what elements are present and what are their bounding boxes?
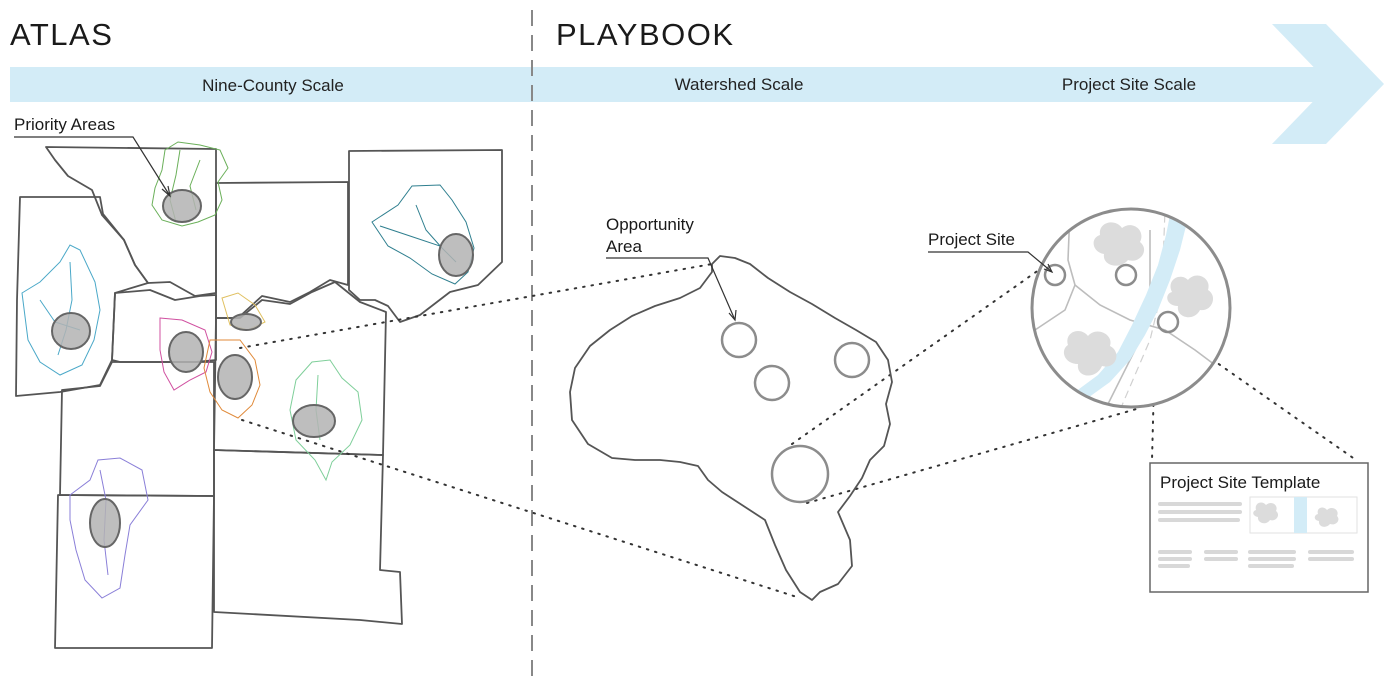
project-site-zoom-ring: [1030, 207, 1232, 409]
template-card-title: Project Site Template: [1160, 473, 1320, 492]
template-text-lines: [1158, 502, 1354, 568]
project-site-circle: [1043, 263, 1067, 287]
playbook-heading: PLAYBOOK: [556, 17, 735, 52]
county-outline: [15, 196, 149, 397]
county-outline: [213, 449, 403, 625]
priority-areas-label: Priority Areas: [14, 115, 115, 134]
arrowhead-icon: [1043, 263, 1054, 274]
project-site-label: Project Site: [928, 230, 1015, 249]
watershed-streams: [21, 244, 101, 376]
project-site-circle: [1156, 310, 1180, 334]
county-outline: [54, 494, 215, 649]
tree-cluster-icon: [1167, 275, 1214, 318]
project-site-circle: [1114, 263, 1138, 287]
opportunity-area-label-line1: Opportunity: [606, 215, 694, 234]
watershed-streams: [203, 339, 261, 419]
priority-area-oval: [217, 354, 253, 400]
project-site-leader: [928, 251, 1053, 273]
tree-cluster-icon: [1314, 507, 1339, 527]
road-line: [1067, 209, 1230, 381]
county-outline: [45, 146, 217, 297]
priority-area-oval: [438, 233, 474, 277]
zoom-connector-line: [241, 419, 801, 599]
project-site-zoom-content: [1034, 209, 1230, 407]
county-outline: [215, 181, 349, 319]
watershed-streams: [159, 317, 213, 391]
county-outline: [348, 149, 503, 323]
opportunity-area-circle: [753, 364, 791, 402]
priority-area-oval: [168, 331, 204, 373]
priority-area-oval: [292, 404, 336, 438]
scale-band-bar: [10, 67, 1340, 102]
chevron-arrow-icon: [1272, 24, 1384, 144]
band-label-watershed: Watershed Scale: [675, 75, 804, 94]
band-label-nine-county: Nine-County Scale: [202, 76, 344, 95]
priority-area-oval: [51, 312, 91, 350]
atlas-heading: ATLAS: [10, 17, 113, 52]
opportunity-area-callout: Opportunity Area: [606, 215, 737, 322]
priority-area-oval: [230, 313, 262, 331]
opportunity-area-leader: [606, 257, 736, 321]
zoom-connector-line: [1169, 329, 1357, 461]
arrowhead-icon: [728, 309, 737, 322]
opportunity-area-circle: [770, 444, 830, 504]
county-outline: [59, 361, 215, 497]
watershed-outline: [569, 255, 893, 601]
scale-band: Nine-County Scale Watershed Scale Projec…: [10, 24, 1384, 144]
project-site-template-card: Project Site Template: [1149, 462, 1369, 593]
priority-areas-leader: [14, 136, 171, 197]
tree-cluster-icon: [1093, 222, 1145, 266]
river-shape: [1075, 209, 1190, 400]
tree-cluster-icon: [1253, 502, 1279, 524]
watershed-streams: [221, 292, 266, 331]
priority-area-oval: [89, 498, 121, 548]
band-label-project-site: Project Site Scale: [1062, 75, 1196, 94]
watershed-map: [569, 255, 893, 601]
opportunity-area-circle: [720, 321, 758, 359]
arrowhead-icon: [161, 185, 171, 198]
project-site-zoom: [1030, 207, 1232, 409]
zoom-connector-line: [791, 259, 1054, 445]
template-thumbnail-river: [1294, 497, 1307, 533]
nine-county-map: [15, 141, 503, 649]
project-site-callout: Project Site: [928, 230, 1054, 274]
opportunity-area-circle: [833, 341, 871, 379]
priority-area-oval: [162, 189, 202, 223]
opportunity-area-label-line2: Area: [606, 237, 642, 256]
zoom-connector-line: [806, 407, 1141, 504]
tree-cluster-icon: [1063, 330, 1117, 376]
zoom-connector-line: [239, 263, 713, 349]
priority-areas-callout: Priority Areas: [14, 115, 171, 198]
